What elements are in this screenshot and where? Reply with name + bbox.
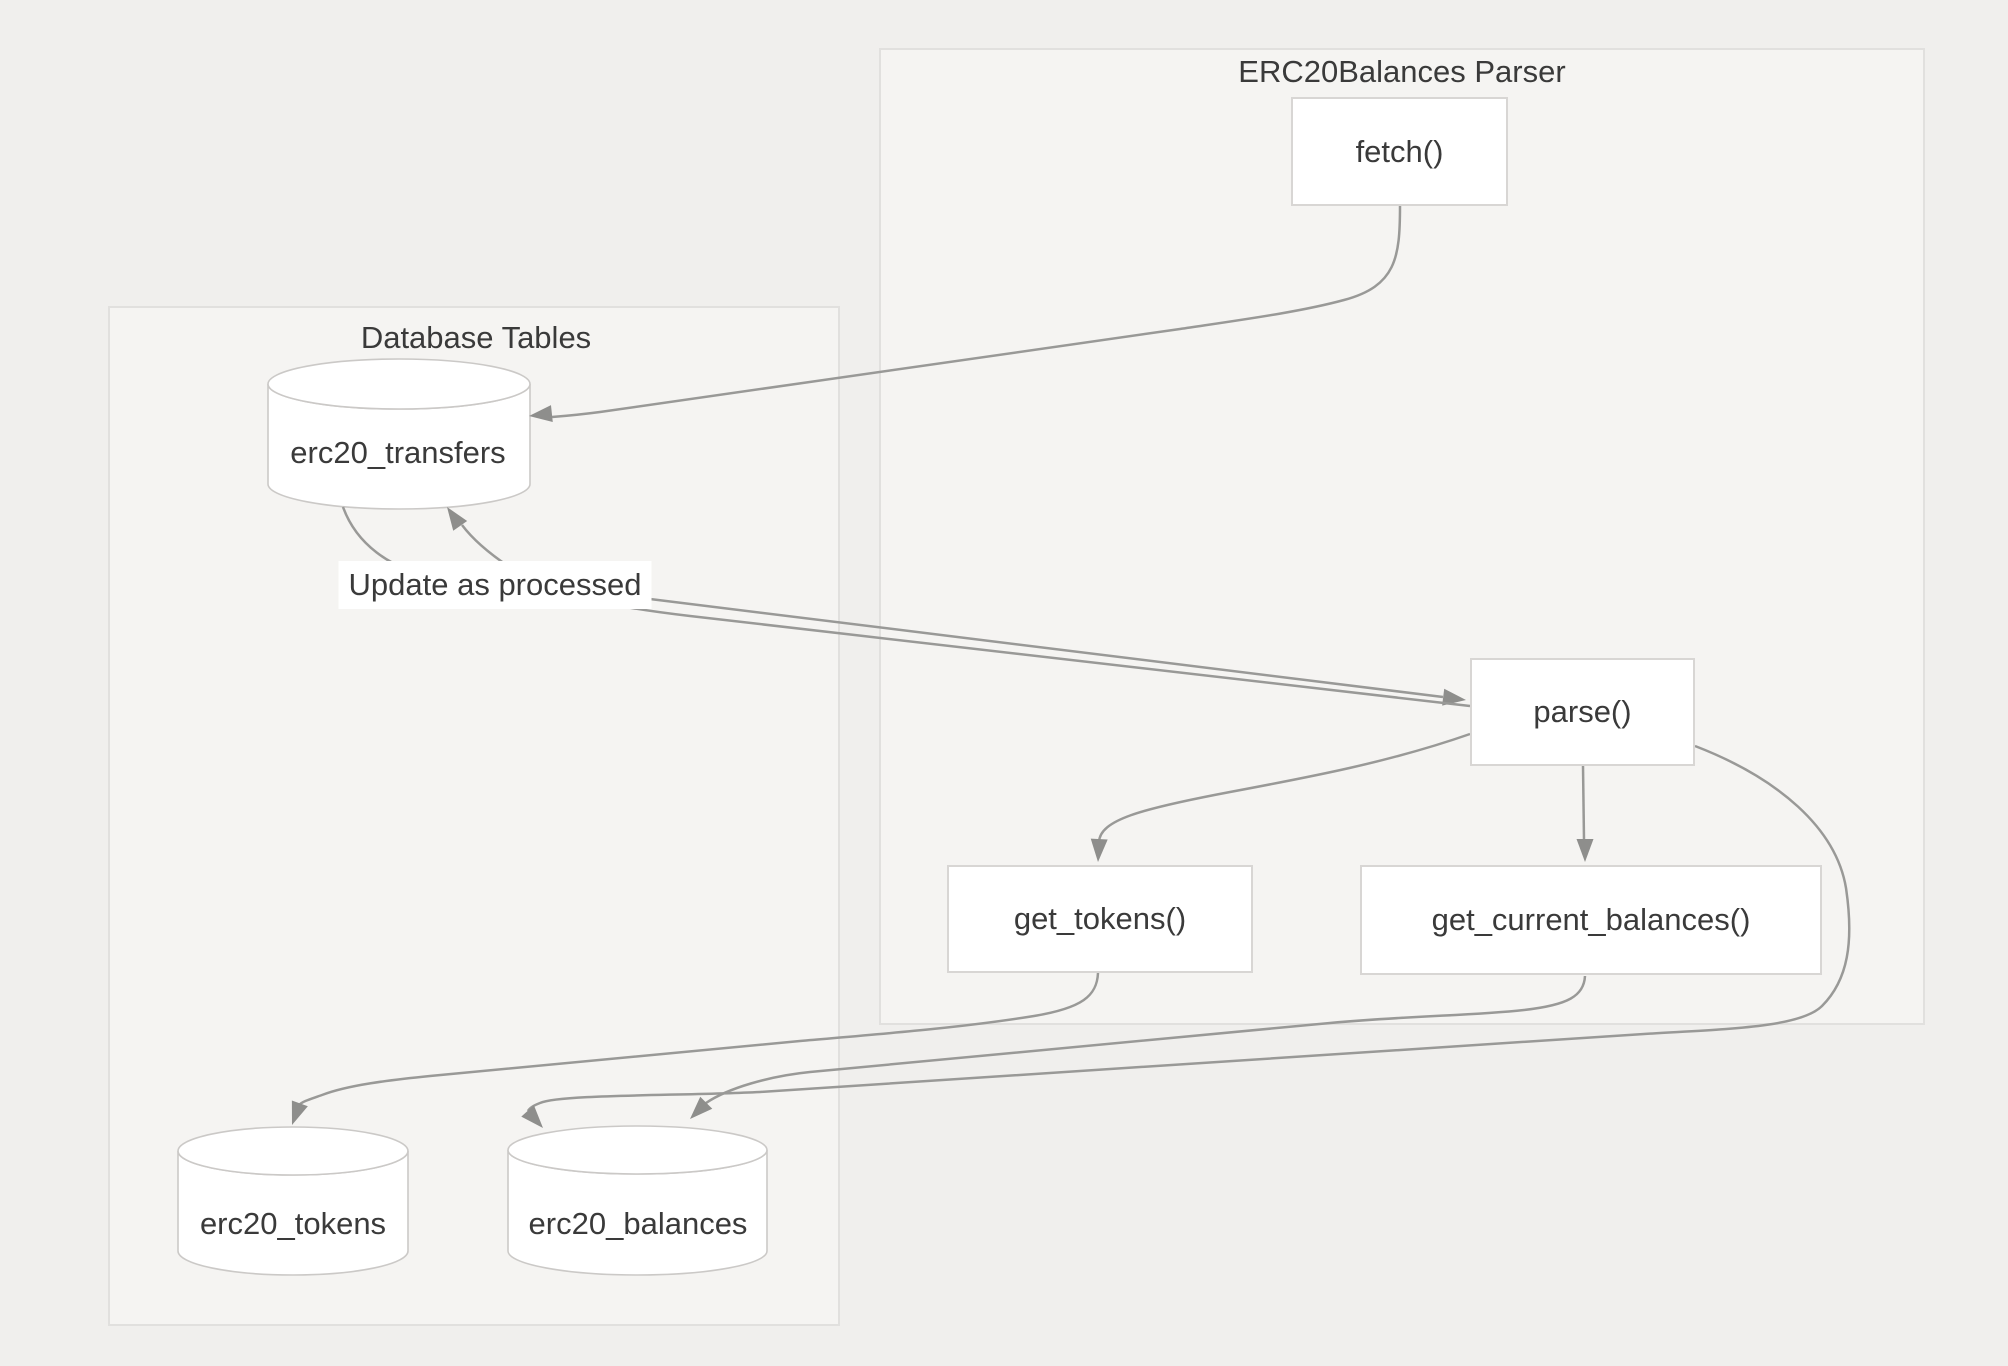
node-fetch-label: fetch() xyxy=(1355,133,1444,169)
container-erc20balances-parser xyxy=(879,48,1925,1025)
arrowhead-erc20-tokens-top xyxy=(291,1100,308,1125)
edge-get-current-balances-to-erc20-balances xyxy=(705,975,1587,1105)
node-get-current-balances-label: get_current_balances() xyxy=(1431,902,1751,937)
container-title-database-tables: Database Tables xyxy=(360,320,592,355)
edge-parse-to-erc20-transfers xyxy=(461,524,1471,708)
arrowhead-parse-left xyxy=(1442,688,1466,706)
edge-parse-to-get-current-balances xyxy=(1581,765,1586,841)
arrowhead-get-tokens-top xyxy=(1090,838,1108,862)
node-get-tokens: get_tokens() xyxy=(947,865,1253,973)
node-get-tokens-label: get_tokens() xyxy=(1013,901,1187,936)
edge-fetch-to-erc20-transfers xyxy=(551,205,1402,419)
cylinder-erc20-balances-label: erc20_balances xyxy=(528,1206,748,1241)
node-get-current-balances: get_current_balances() xyxy=(1360,865,1822,975)
node-parse: parse() xyxy=(1470,658,1695,766)
arrowhead-erc20-transfers-bottom xyxy=(447,507,468,531)
edge-parse-to-erc20-balances xyxy=(526,744,1851,1112)
arrowhead-erc20-transfers-right xyxy=(529,405,553,423)
edge-get-tokens-to-erc20-tokens xyxy=(298,972,1100,1106)
cylinder-erc20-balances xyxy=(507,1125,768,1276)
node-fetch: fetch() xyxy=(1291,97,1508,206)
cylinder-erc20-tokens xyxy=(177,1126,409,1276)
edge-label-update-as-processed: Update as processed xyxy=(338,561,652,609)
cylinder-erc20-transfers-label: erc20_transfers xyxy=(290,435,506,470)
node-parse-label: parse() xyxy=(1533,694,1632,729)
arrowhead-erc20-balances-right xyxy=(690,1096,713,1119)
arrowhead-erc20-balances-left xyxy=(521,1105,543,1128)
edge-parse-to-get-tokens xyxy=(1097,732,1471,843)
cylinder-erc20-transfers xyxy=(267,358,531,510)
arrowhead-get-current-balances-top xyxy=(1576,839,1594,862)
container-title-erc20balances-parser: ERC20Balances Parser xyxy=(1238,54,1566,89)
cylinder-erc20-tokens-label: erc20_tokens xyxy=(199,1206,387,1241)
